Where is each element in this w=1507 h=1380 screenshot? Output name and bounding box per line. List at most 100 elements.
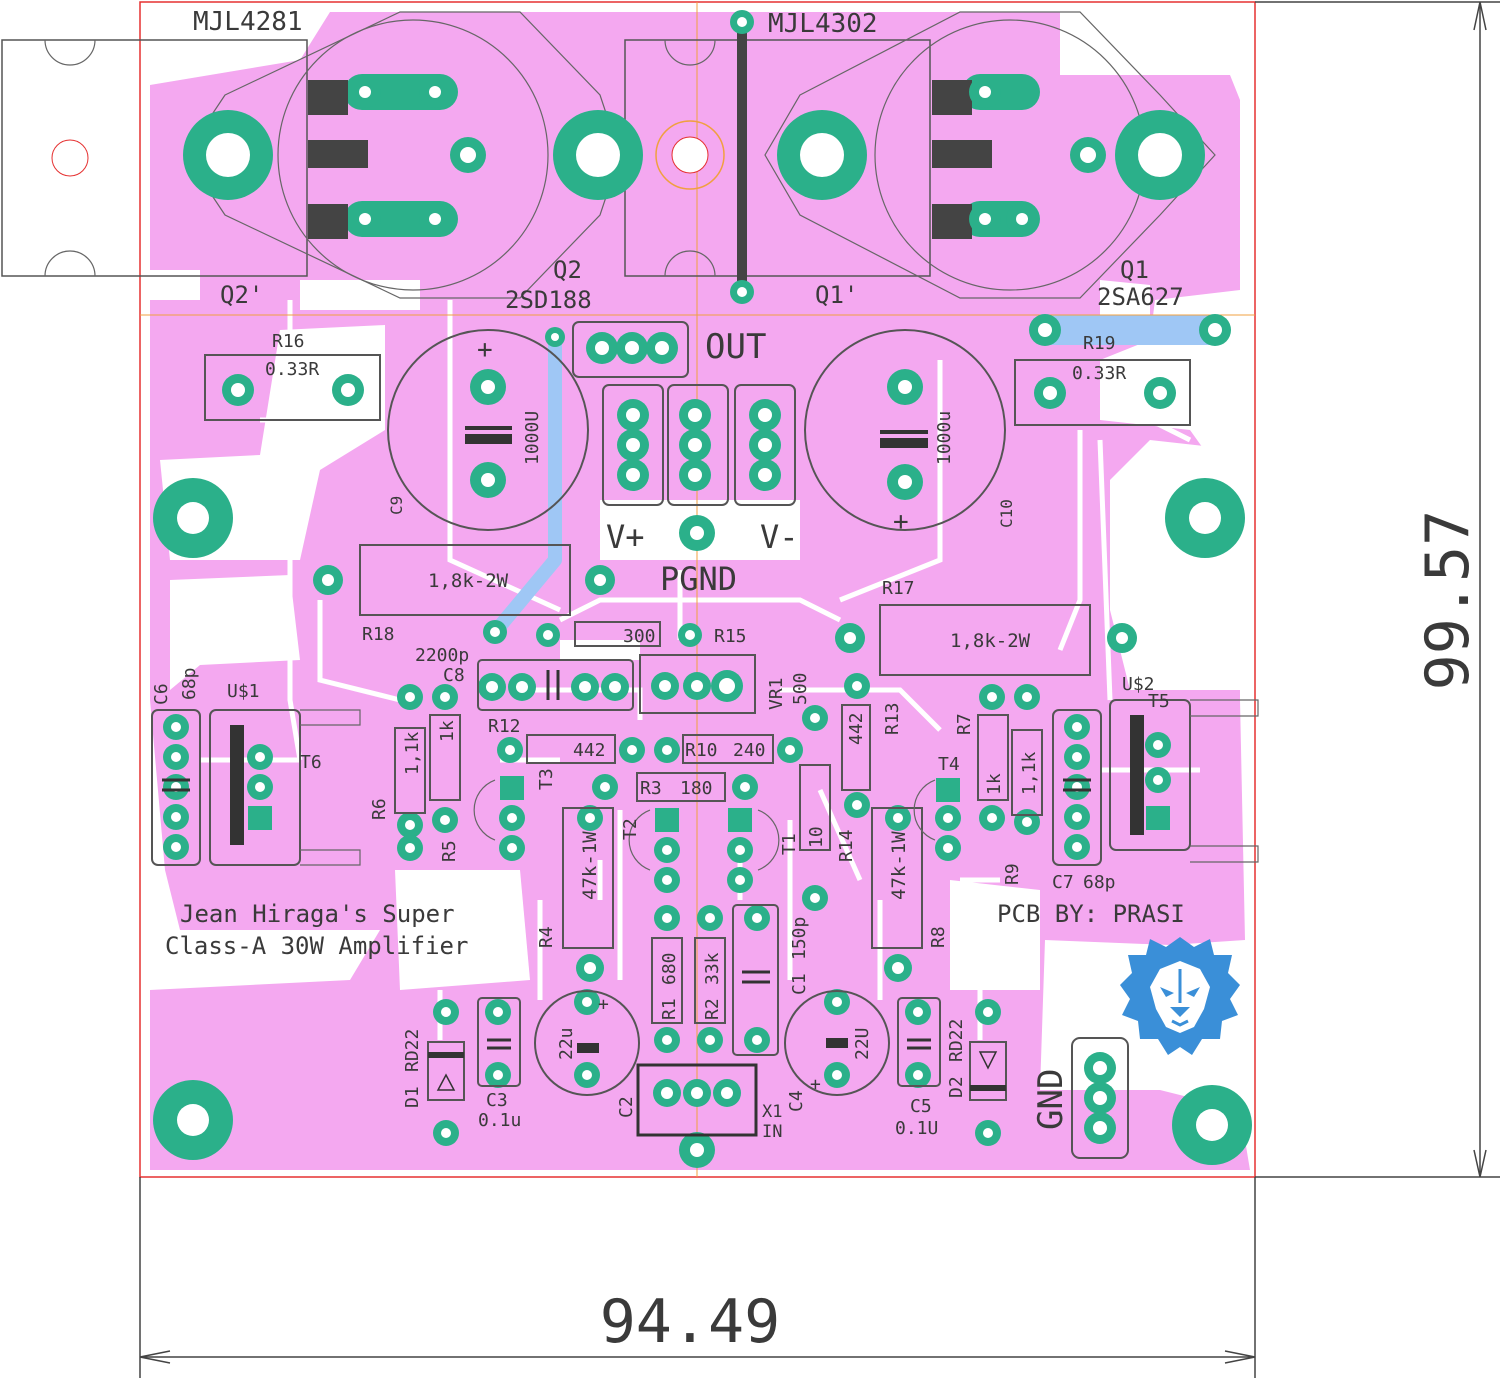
pad-hole bbox=[983, 1007, 993, 1017]
pad-hole bbox=[595, 341, 609, 355]
pad-hole bbox=[481, 473, 495, 487]
label-q1p: Q1' bbox=[815, 281, 858, 309]
label-t5: T5 bbox=[1148, 691, 1170, 712]
pad-hole bbox=[758, 438, 772, 452]
label-u1: U$1 bbox=[227, 681, 260, 702]
pad-hole bbox=[1072, 722, 1082, 732]
board-title-line2: Class-A 30W Amplifier bbox=[165, 932, 468, 960]
pad-hole bbox=[800, 133, 844, 177]
pad-hole bbox=[1116, 632, 1128, 644]
pad-hole bbox=[1022, 817, 1032, 827]
pad-hole bbox=[405, 843, 415, 853]
label-c2: C2 bbox=[616, 1096, 637, 1118]
label-r8: R8 bbox=[928, 926, 949, 948]
pad-hole bbox=[691, 680, 703, 692]
pad-hole bbox=[655, 341, 669, 355]
label-c3v: 0.1u bbox=[478, 1110, 521, 1131]
pad-hole bbox=[626, 468, 640, 482]
pad-hole bbox=[516, 681, 528, 693]
pad-hole bbox=[735, 875, 745, 885]
pad-square bbox=[728, 808, 752, 832]
label-d1v: RD22 bbox=[402, 1029, 423, 1072]
label-r19v: 0.33R bbox=[1072, 363, 1126, 384]
svg-text:+: + bbox=[477, 335, 493, 365]
label-pgnd: PGND bbox=[660, 560, 737, 598]
pad-hole bbox=[341, 383, 355, 397]
pad-hole bbox=[1093, 1091, 1107, 1105]
to247-left bbox=[1, 39, 308, 277]
label-r14v: 10 bbox=[806, 826, 827, 848]
pad-hole bbox=[758, 408, 772, 422]
pad-hole bbox=[705, 913, 715, 923]
pad-hole bbox=[752, 1035, 762, 1045]
pad-hole bbox=[979, 86, 991, 98]
pad-hole bbox=[551, 333, 559, 341]
pad-hole bbox=[1038, 323, 1052, 337]
pad-hole bbox=[1072, 812, 1082, 822]
pad-hole bbox=[979, 213, 991, 225]
pad-hole bbox=[721, 1087, 733, 1099]
label-r16v: 0.33R bbox=[265, 359, 319, 380]
label-mjl4281: MJL4281 bbox=[193, 7, 303, 37]
pad-hole bbox=[441, 1128, 451, 1138]
lead-silk bbox=[308, 204, 348, 239]
label-2sa627: 2SA627 bbox=[1097, 283, 1184, 311]
pad-hole bbox=[735, 845, 745, 855]
label-c9: C9 bbox=[387, 496, 406, 515]
pad-hole bbox=[171, 752, 181, 762]
label-r5: R5 bbox=[439, 840, 460, 862]
pad-hole bbox=[543, 630, 553, 640]
label-r12v: 442 bbox=[573, 740, 606, 761]
label-c1: C1 bbox=[789, 973, 810, 995]
pad-hole bbox=[594, 574, 606, 586]
pad-hole bbox=[691, 1087, 703, 1099]
label-d2: D2 bbox=[946, 1076, 967, 1098]
label-c9v: 1000U bbox=[522, 411, 543, 465]
label-r2: R2 bbox=[702, 998, 723, 1020]
label-r5v: 1k bbox=[437, 720, 458, 742]
pad-hole bbox=[852, 800, 862, 810]
pad-hole bbox=[322, 574, 334, 586]
pad-square bbox=[1146, 806, 1170, 830]
label-r9v: 1,1k bbox=[1019, 751, 1040, 795]
label-c10: C10 bbox=[997, 499, 1016, 528]
pad-hole bbox=[832, 997, 842, 1007]
lead-silk bbox=[932, 80, 972, 115]
width-dimension: 94.49 bbox=[600, 1287, 781, 1357]
label-d1: D1 bbox=[402, 1086, 423, 1108]
pad-hole bbox=[1093, 1061, 1107, 1075]
pad-hole bbox=[405, 820, 415, 830]
pad-hole bbox=[486, 681, 498, 693]
pad-hole bbox=[582, 997, 592, 1007]
label-vminus: V- bbox=[760, 518, 799, 556]
pad-hole bbox=[662, 845, 672, 855]
label-c7v: 68p bbox=[1083, 872, 1116, 893]
pad-hole bbox=[893, 813, 903, 823]
label-t1: T1 bbox=[779, 833, 800, 855]
pad-square bbox=[248, 806, 272, 830]
label-r10: R10 bbox=[685, 740, 718, 761]
label-r13: R13 bbox=[882, 702, 903, 735]
label-q2p: Q2' bbox=[220, 281, 263, 309]
component-outlines bbox=[151, 321, 1259, 1159]
label-r15: R15 bbox=[714, 626, 747, 647]
pad-hole bbox=[177, 502, 209, 534]
pad-hole bbox=[810, 713, 820, 723]
label-2sd188: 2SD188 bbox=[505, 286, 592, 314]
label-r17: R17 bbox=[882, 578, 915, 599]
pad-hole bbox=[460, 147, 476, 163]
pad-hole bbox=[852, 681, 862, 691]
height-dimension: 99.57 bbox=[1413, 510, 1483, 691]
label-r18: R18 bbox=[362, 624, 395, 645]
label-in: IN bbox=[762, 1122, 782, 1142]
pad-hole bbox=[1196, 1109, 1228, 1141]
pad-hole bbox=[690, 526, 704, 540]
pad-hole bbox=[582, 1070, 592, 1080]
pad-hole bbox=[892, 962, 904, 974]
to247-mid bbox=[624, 22, 931, 292]
pad-square bbox=[500, 776, 524, 800]
label-c5: C5 bbox=[910, 1096, 932, 1117]
pad-hole bbox=[627, 745, 637, 755]
pad-hole bbox=[231, 383, 245, 397]
